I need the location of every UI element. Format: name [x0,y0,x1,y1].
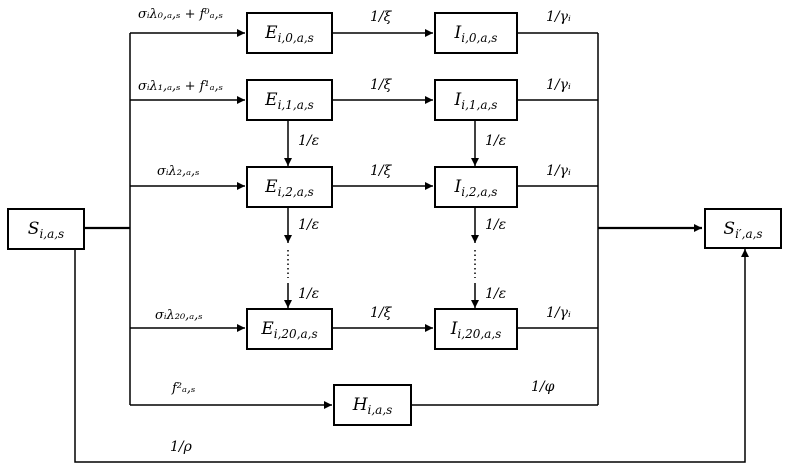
node-h-base: H [352,395,368,415]
node-e1-base: E [265,90,278,110]
rate-label-gamma-1: 1/γᵢ [546,77,571,93]
rate-label-s-e20: σᵢλ₂₀,ₐ,ₛ [155,308,203,323]
rate-label-xi-0: 1/ξ [370,9,392,25]
rate-label-eps-e1: 1/ε [298,133,320,149]
rate-label-xi-1: 1/ξ [370,77,392,93]
node-e0-base: E [265,23,278,43]
node-i20-sub: i,20,a,s [457,327,502,341]
rate-label-s-e2: σᵢλ₂,ₐ,ₛ [157,164,200,179]
node-i1-base: I [454,90,462,110]
rate-label-s-e0: σᵢλ₀,ₐ,ₛ + f⁰ₐ,ₛ [138,7,224,22]
rate-label-eps-e2: 1/ε [298,217,320,233]
node-e2-sub: i,2,a,s [277,185,314,199]
node-i2-base: I [454,177,462,197]
rate-label-gamma-2: 1/γᵢ [546,163,571,179]
node-e2-base: E [265,177,278,197]
node-e20-sub: i,20,a,s [273,327,318,341]
node-s-sub: i,a,s [39,227,65,241]
node-e20-base: E [261,319,274,339]
node-i0-base: I [454,23,462,43]
rate-label-eps-i1: 1/ε [485,133,507,149]
node-s-prime-sub: i′,a,s [735,226,763,241]
node-e0-sub: i,0,a,s [277,31,314,45]
rate-label-s-e1: σᵢλ₁,ₐ,ₛ + f¹ₐ,ₛ [138,79,224,94]
node-i1-sub: i,1,a,s [461,98,498,112]
rate-label-eps-i3: 1/ε [485,286,507,302]
rate-label-xi-2: 1/ξ [370,163,392,179]
node-s-prime-base: S [723,218,736,239]
node-i20-base: I [450,319,458,339]
node-s-base: S [27,219,40,239]
rate-label-gamma-0: 1/γᵢ [546,9,571,25]
rate-label-eps-i2: 1/ε [485,217,507,233]
rate-label-s-h: f²ₐ,ₛ [172,381,196,396]
rate-label-eps-e3: 1/ε [298,286,320,302]
node-i2-sub: i,2,a,s [461,185,498,199]
rate-label-phi: 1/φ [531,379,555,395]
edge-s-sprime-rho [74,248,749,463]
node-h-sub: i,a,s [367,403,393,417]
rate-label-rho: 1/ρ [170,439,192,455]
node-e1-sub: i,1,a,s [277,98,314,112]
rate-label-xi-20: 1/ξ [370,305,392,321]
node-i0-sub: i,0,a,s [461,31,498,45]
rate-label-gamma-20: 1/γᵢ [546,305,571,321]
